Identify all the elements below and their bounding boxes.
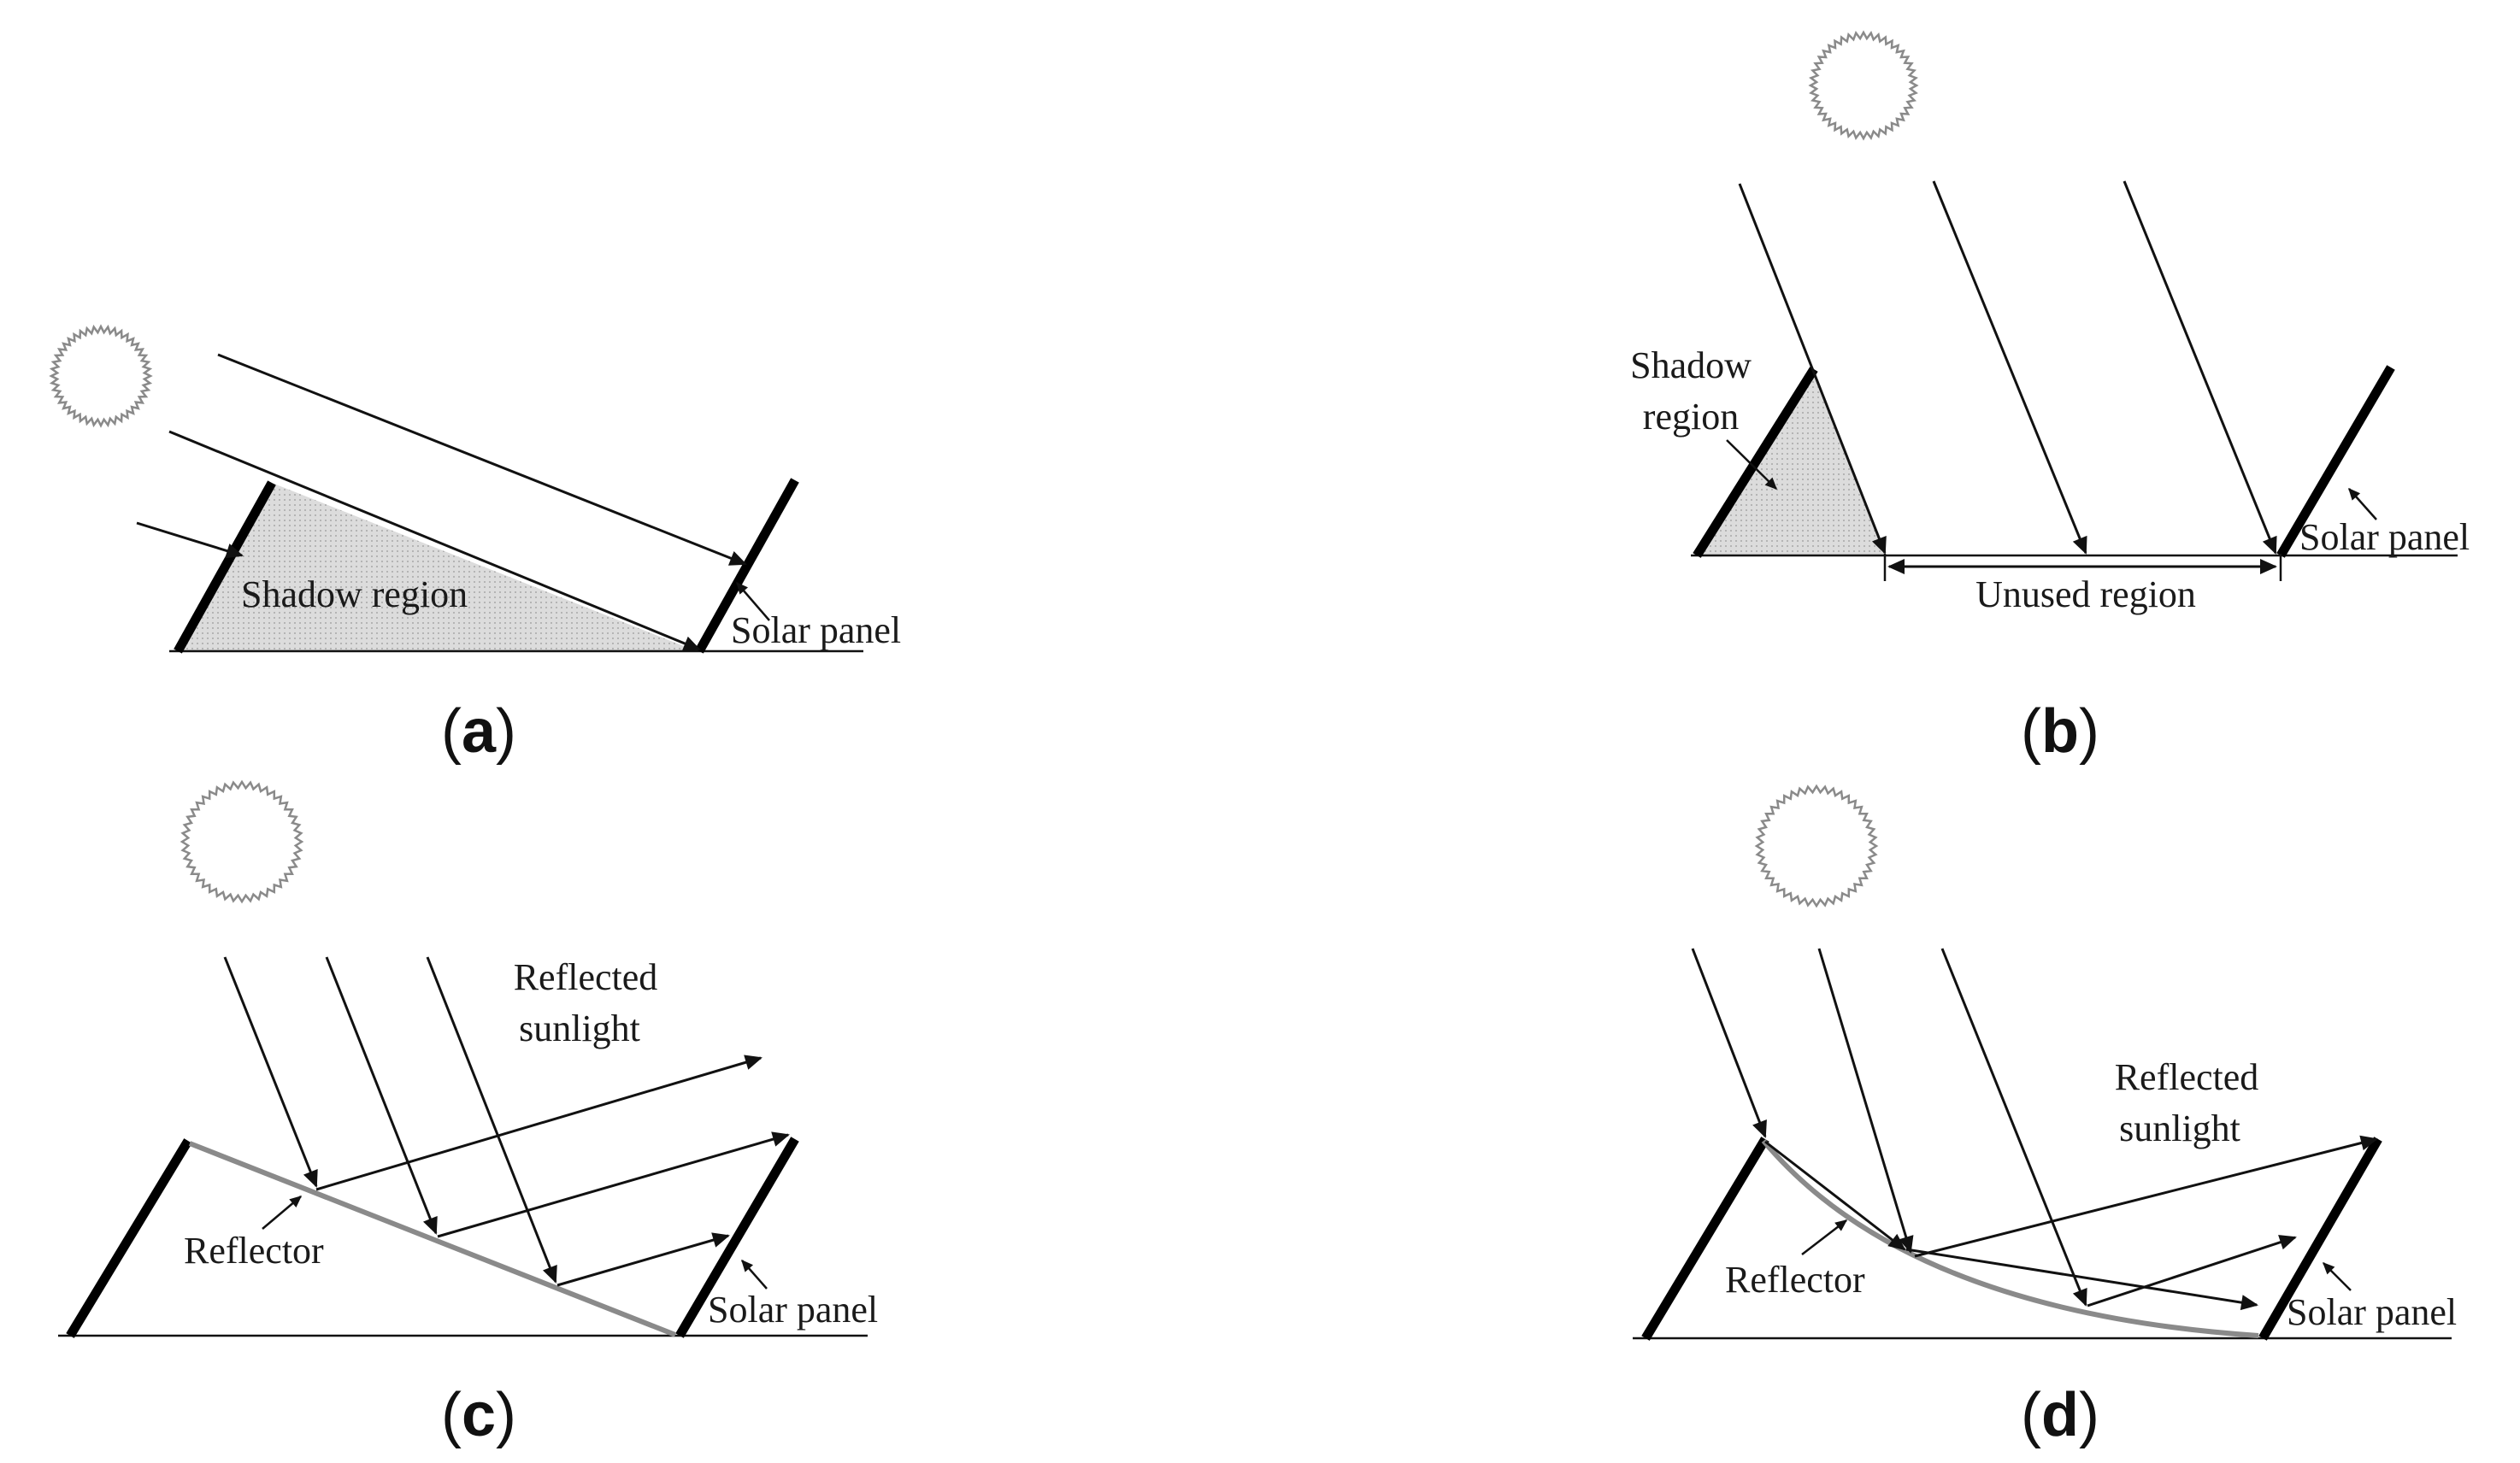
solar-panel-label: Solar panel bbox=[731, 609, 901, 651]
sun-ray bbox=[136, 521, 244, 559]
caption-b: (b) bbox=[2021, 697, 2099, 766]
pointer-arrow bbox=[1801, 1219, 1848, 1255]
panel-c: Reflected sunlight Reflector Solar panel… bbox=[58, 779, 878, 1449]
caption-a: (a) bbox=[441, 697, 516, 766]
shadow-region-area bbox=[1697, 369, 1885, 555]
solar-panel-left bbox=[66, 1138, 192, 1338]
sun-icon bbox=[180, 779, 304, 904]
shadow-label-line1: Shadow bbox=[1630, 344, 1752, 386]
reflected-ray bbox=[556, 1232, 730, 1287]
solar-panel-right bbox=[2276, 365, 2395, 558]
unused-region-label: Unused region bbox=[1975, 573, 2196, 615]
sun-icon bbox=[1808, 30, 1919, 141]
caption-c: (c) bbox=[441, 1381, 516, 1449]
sun-ray bbox=[1817, 948, 1914, 1254]
pointer-arrow bbox=[2348, 487, 2377, 520]
sun-ray bbox=[2123, 180, 2277, 555]
shadow-region-area bbox=[178, 483, 697, 651]
solar-panel-label: Solar panel bbox=[2299, 516, 2470, 558]
reflected-ray bbox=[315, 1055, 762, 1191]
reflector-surface bbox=[1761, 1139, 2259, 1338]
pointer-arrow bbox=[262, 1196, 303, 1230]
sun-icon bbox=[1754, 784, 1879, 908]
solar-panel-left bbox=[1641, 1137, 1769, 1341]
solar-panel-label: Solar panel bbox=[2287, 1291, 2457, 1333]
pointer-arrow bbox=[2323, 1262, 2352, 1291]
panel-a: Shadow region Solar panel (a) bbox=[49, 324, 901, 766]
reflected-label-line2: sunlight bbox=[519, 1008, 640, 1049]
sun-icon bbox=[49, 324, 153, 428]
sun-ray bbox=[168, 430, 701, 651]
reflected-ray bbox=[1914, 1135, 2378, 1258]
solar-panel-right bbox=[2258, 1137, 2382, 1341]
panel-b: Shadow region Unused region Solar panel … bbox=[1630, 30, 2470, 766]
sun-ray bbox=[217, 353, 747, 566]
solar-panel-right bbox=[675, 1137, 799, 1338]
sun-ray bbox=[426, 956, 557, 1284]
reflector-label: Reflector bbox=[1725, 1259, 1865, 1301]
shadow-region-label: Shadow region bbox=[241, 573, 468, 615]
sun-ray bbox=[1738, 183, 1887, 555]
solar-panel-left bbox=[1693, 367, 1818, 558]
solar-panel-right bbox=[695, 478, 799, 654]
pointer-arrow bbox=[736, 581, 770, 621]
caption-d: (d) bbox=[2021, 1381, 2099, 1449]
sun-ray bbox=[325, 956, 438, 1235]
reflected-label-line2: sunlight bbox=[2119, 1108, 2240, 1149]
sun-ray bbox=[1940, 948, 2087, 1307]
reflected-ray bbox=[1905, 1248, 2258, 1311]
reflector-surface bbox=[188, 1141, 677, 1337]
reflected-label-line1: Reflected bbox=[514, 956, 658, 998]
solar-panel-label: Solar panel bbox=[708, 1289, 878, 1331]
sun-ray bbox=[1932, 180, 2087, 555]
pointer-arrow bbox=[1726, 439, 1777, 490]
panel-d: Reflected sunlight Reflector Solar panel… bbox=[1633, 784, 2457, 1449]
reflector-label: Reflector bbox=[184, 1230, 324, 1272]
pointer-arrow bbox=[741, 1259, 768, 1290]
reflected-ray bbox=[2087, 1235, 2297, 1307]
sun-ray bbox=[1691, 948, 1767, 1138]
reflected-label-line1: Reflected bbox=[2115, 1056, 2259, 1098]
reflected-ray bbox=[437, 1131, 790, 1238]
reflected-ray bbox=[1764, 1140, 1906, 1251]
shadow-label-line2: region bbox=[1643, 396, 1739, 438]
solar-panel-left bbox=[174, 480, 276, 654]
sun-ray bbox=[223, 956, 318, 1188]
